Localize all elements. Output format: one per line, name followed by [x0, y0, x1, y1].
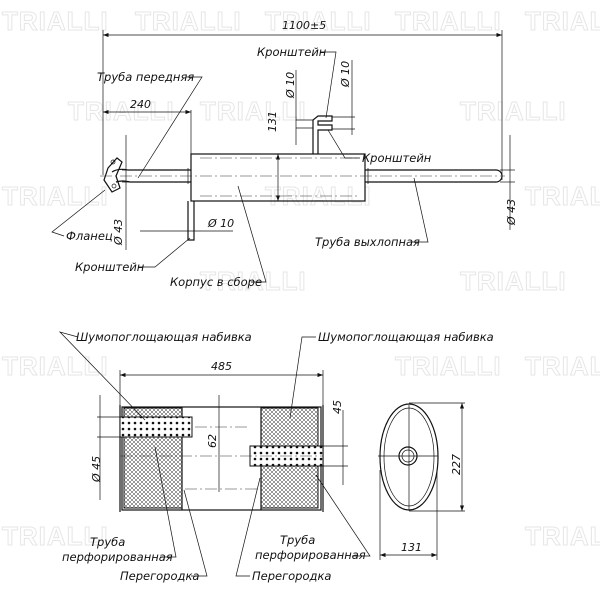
top-bracket [312, 115, 333, 154]
body-assembly-label: Корпус в сборе [170, 275, 262, 289]
watermark: TRIALLI [525, 521, 600, 551]
bracket-hole-1-label: Ø 10 [284, 72, 297, 99]
side-view: 1100±5 240 131 Ø 10 Ø 10 Ø 43 Ø 10 Ø 43 … [51, 19, 518, 289]
watermark: TRIALLI [2, 521, 109, 551]
watermark: TRIALLI [460, 266, 567, 296]
perforated-pipe-left [119, 416, 193, 438]
watermarks: TRIALLI TRIALLI TRIALLI TRIALLI TRIALLI … [2, 6, 600, 552]
flange-label: Фланец [66, 229, 113, 243]
watermark: TRIALLI [525, 181, 600, 211]
oval-width-label: 131 [401, 541, 422, 554]
body-height-label: 131 [266, 111, 279, 132]
baffle-left-label: Перегородка [120, 569, 199, 583]
perf-pipe-right-label-2: перфорированная [255, 548, 366, 562]
watermark: TRIALLI [460, 96, 567, 126]
watermark: TRIALLI [200, 96, 307, 126]
watermark: TRIALLI [68, 96, 175, 126]
bracket-bottom-label: Кронштейн [75, 260, 145, 274]
watermark: TRIALLI [135, 6, 242, 36]
flange-bolt-hole [110, 159, 116, 165]
watermark: TRIALLI [265, 6, 372, 36]
watermark: TRIALLI [2, 351, 109, 381]
offset-45-label: 45 [331, 400, 344, 414]
perf-pipe-right-label-1: Труба [280, 533, 315, 547]
lower-bracket-hole-label: Ø 10 [207, 217, 234, 230]
oval-height-label: 227 [450, 454, 463, 475]
watermark: TRIALLI [395, 351, 502, 381]
offset-62-label: 62 [206, 434, 219, 448]
front-pipe-diameter-label: Ø 43 [112, 219, 125, 246]
overall-length-label: 1100±5 [282, 19, 326, 32]
front-pipe-length-label: 240 [130, 98, 151, 111]
lower-bracket [187, 201, 195, 241]
perf-pipe-left-label-2: перфорированная [62, 550, 173, 564]
pipe-diameter-label: Ø 45 [90, 456, 103, 483]
tail-pipe [365, 169, 503, 183]
body-length-label: 485 [211, 360, 232, 373]
watermark: TRIALLI [2, 6, 109, 36]
tail-pipe-label: Труба выхлопная [315, 235, 420, 249]
watermark: TRIALLI [200, 266, 307, 296]
section-view: 485 Ø 45 62 45 227 131 Шумопоглощающая н… [58, 330, 494, 583]
front-pipe [111, 168, 191, 183]
watermark: TRIALLI [525, 6, 600, 36]
packing-left-label: Шумопоглощающая набивка [76, 330, 252, 344]
bracket-hole-2-label: Ø 10 [339, 61, 352, 88]
watermark: TRIALLI [525, 351, 600, 381]
bracket-right-label: Кронштейн [362, 151, 432, 165]
watermark: TRIALLI [2, 181, 109, 211]
tail-pipe-diameter-label: Ø 43 [505, 199, 518, 226]
perf-pipe-left-label-1: Труба [90, 535, 125, 549]
packing-right-label: Шумопоглощающая набивка [318, 330, 494, 344]
bracket-top-label: Кронштейн [257, 45, 327, 59]
front-pipe-label: Труба передняя [97, 70, 194, 84]
baffle-right-label: Перегородка [252, 569, 331, 583]
flange-bolt-hole [111, 183, 117, 189]
watermark: TRIALLI [395, 6, 502, 36]
